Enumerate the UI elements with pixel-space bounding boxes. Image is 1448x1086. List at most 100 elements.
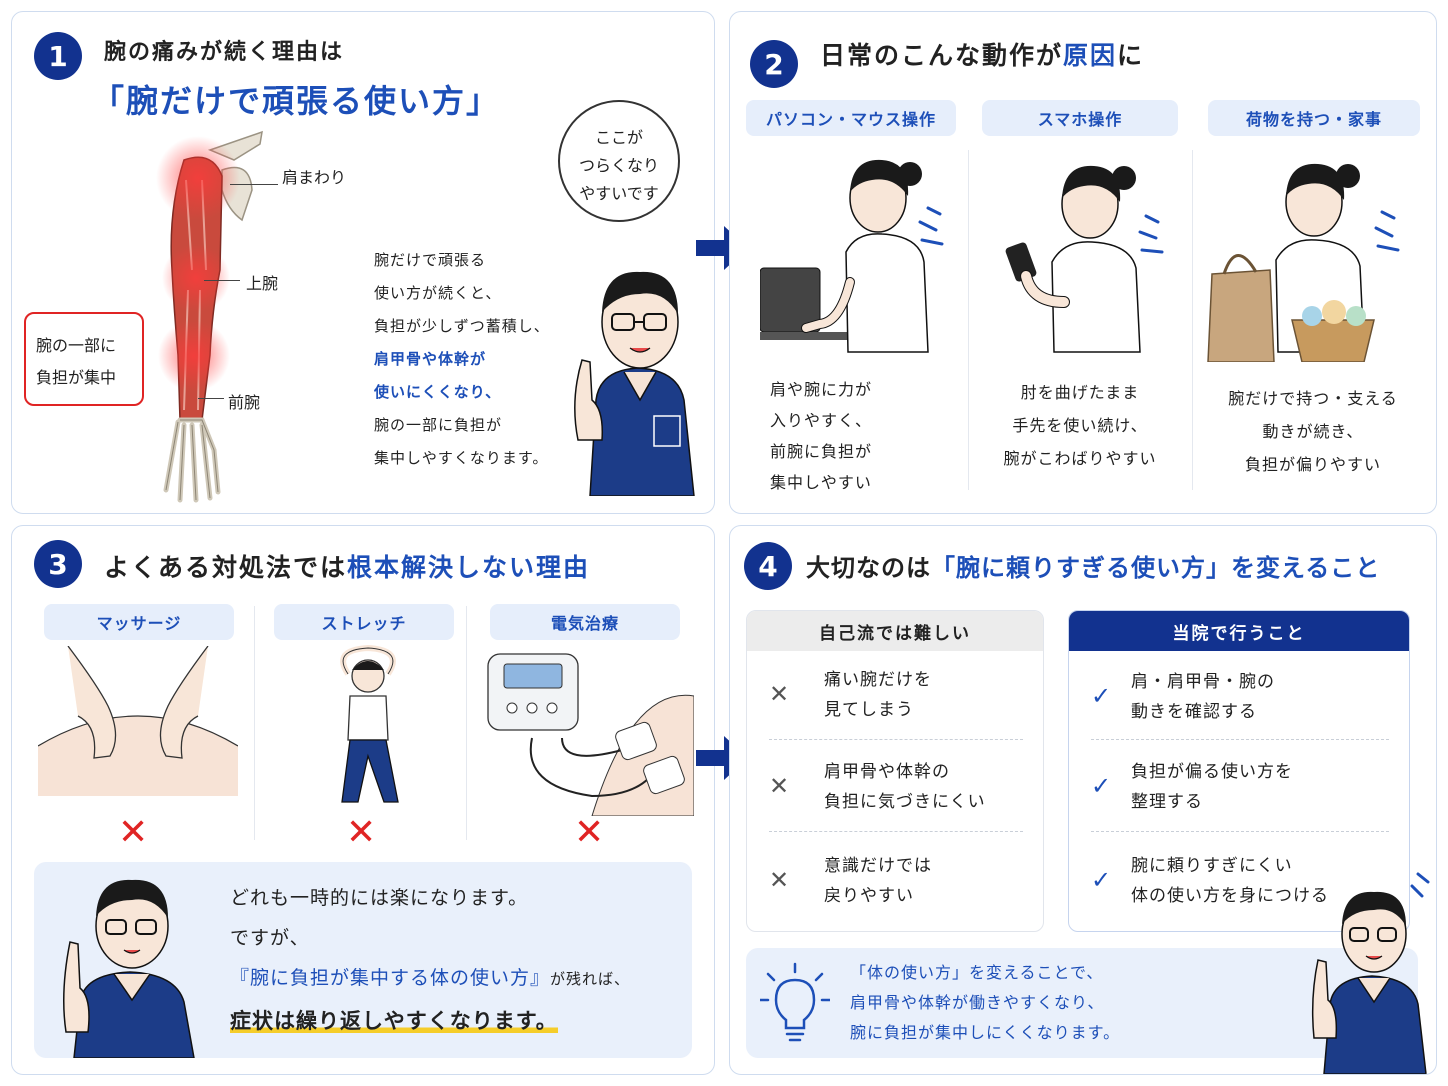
note-line-2: ですが、 [230,927,310,949]
leader-line [230,184,278,185]
leader-line [204,280,240,281]
panel3-title: よくある対処法では根本解決しない理由 [104,548,590,584]
self-item-2-text: 肩甲骨や体幹の負担に気づきにくい [824,757,986,817]
self-item-1-line-2: 見てしまう [824,700,914,720]
caption-pc: 肩や腕に力が 入りやすく、 前腕に負担が 集中しやすい [770,374,872,498]
panel2-title: 日常のこんな動作が原因に [820,36,1144,72]
note-quote-tail: が残れば、 [550,970,631,988]
self-item-1-text: 痛い腕だけを見てしまう [824,665,932,725]
speech-line-2: つらくなり [578,156,659,175]
x-mark-stretch: ✕ [346,812,377,853]
label-upper-arm: 上腕 [246,274,279,293]
panel2-title-b: 原因 [1063,41,1118,70]
clinic-item-2-text: 負担が偏る使い方を整理する [1131,757,1293,817]
panel1-big-title: 「腕だけで頑張る使い方」 [92,82,501,120]
panel1-title: 腕の痛みが続く理由は [104,40,345,65]
clinic-item-3-line-1: 腕に頼りすぎにくい [1131,856,1293,876]
callout-box: 腕の一部に 負担が集中 [24,312,144,406]
step-number-4: 4 [744,542,792,590]
explain-line-7: 集中しやすくなります。 [374,449,549,467]
explain-line-5: 使いにくくなり、 [374,383,502,401]
divider [769,831,1023,832]
callout-line-2: 負担が集中 [36,368,117,387]
self-item-2-line-2: 負担に気づきにくい [824,792,986,812]
check-icon: ✓ [1091,772,1113,800]
woman-laptop-illustration [760,159,944,353]
x-mark-electric: ✕ [574,812,605,853]
tip-text: 「体の使い方」を変えることで、 肩甲骨や体幹が働きやすくなり、 腕に負担が集中し… [850,958,1120,1048]
clinic-item-3-text: 腕に頼りすぎにくい体の使い方を身につける [1131,851,1329,911]
caption-carry-line-1: 腕だけで持つ・支える [1228,389,1398,408]
note-line-3: 『腕に負担が集中する体の使い方』が残れば、 [230,958,630,999]
woman-carrying-illustration [1207,163,1400,362]
divider [1091,739,1389,740]
caption-carry-line-2: 動きが続き、 [1262,422,1364,441]
self-item-3-line-1: 意識だけでは [824,856,932,876]
lightbulb-icon [760,962,830,1042]
doctor-illustration [1311,872,1430,1074]
tip-box: 「体の使い方」を変えることで、 肩甲骨や体幹が働きやすくなり、 腕に負担が集中し… [746,948,1418,1058]
panel-reason: 1 腕の痛みが続く理由は 「腕だけで頑張る使い方」 肩まわり 上腕 前腕 腕の一… [11,11,715,514]
panel-causes: 2 日常のこんな動作が原因に パソコン・マウス操作 スマホ操作 荷物を持つ・家事 [729,11,1437,514]
panel4-title: 大切なのは「腕に頼りすぎる使い方」を変えること [806,548,1380,583]
tag-electric: 電気治療 [490,604,680,640]
massage-illustration [38,646,238,796]
column-divider [1192,150,1193,490]
caption-smartphone: 肘を曲げたまま 手先を使い続け、 腕がこわばりやすい [982,376,1178,475]
panel2-title-a: 日常のこんな動作が [820,41,1064,70]
speech-line-3: やすいです [579,184,659,203]
clinic-item-1-line-2: 動きを確認する [1131,702,1257,722]
self-care-head: 自己流では難しい [747,611,1043,651]
clinic-card: 当院で行うこと ✓ 肩・肩甲骨・腕の動きを確認する ✓ 負担が偏る使い方を整理す… [1068,610,1410,932]
note-line-1: どれも一時的には楽になります。 [230,887,529,909]
tip-line-1: 「体の使い方」を変えることで、 [850,963,1104,982]
caption-phone-line-3: 腕がこわばりやすい [1003,449,1157,468]
divider [769,739,1023,740]
caption-pc-line-1: 肩や腕に力が [770,380,873,399]
explain-line-6: 腕の一部に負担が [374,416,503,434]
arm-anatomy-illustration [156,130,263,503]
column-divider [466,606,467,840]
tag-carrying: 荷物を持つ・家事 [1208,100,1420,136]
caption-phone-line-1: 肘を曲げたまま [1020,383,1140,402]
divider [1091,831,1389,832]
explain-line-3: 負担が少しずつ蓄積し、 [374,317,550,335]
stretch-illustration [340,644,399,803]
tag-stretch: ストレッチ [274,604,454,640]
caption-phone-line-2: 手先を使い続け、 [1012,416,1148,435]
tag-pc-mouse: パソコン・マウス操作 [746,100,956,136]
column-divider [968,150,969,490]
explain-line-2: 使い方が続くと、 [374,284,502,302]
note-emphasis: 症状は繰り返しやすくなります。 [230,1009,558,1033]
speech-line-1: ここが [594,128,643,147]
clinic-head: 当院で行うこと [1069,611,1409,651]
check-icon: ✓ [1091,682,1113,710]
panel3-note: どれも一時的には楽になります。 ですが、 『腕に負担が集中する体の使い方』が残れ… [34,862,692,1058]
leader-line [198,398,224,399]
self-item-1: ✕ 痛い腕だけを見てしまう [769,665,1023,729]
panel3-note-text: どれも一時的には楽になります。 ですが、 『腕に負担が集中する体の使い方』が残れ… [230,878,630,1042]
caption-carry-line-3: 負担が偏りやすい [1244,455,1381,474]
self-care-card: 自己流では難しい ✕ 痛い腕だけを見てしまう ✕ 肩甲骨や体幹の負担に気づきにく… [746,610,1044,932]
woman-smartphone-illustration [1005,165,1164,353]
doctor-illustration [574,271,695,496]
clinic-item-2-line-1: 負担が偏る使い方を [1131,762,1293,782]
check-icon: ✓ [1091,866,1113,894]
doctor-illustration [63,879,195,1058]
panel3-title-a: よくある対処法では [104,553,348,582]
self-item-1-line-1: 痛い腕だけを [824,670,932,690]
label-shoulder: 肩まわり [282,168,347,187]
label-forearm: 前腕 [228,393,261,412]
caption-pc-line-4: 集中しやすい [770,473,872,492]
clinic-item-1: ✓ 肩・肩甲骨・腕の動きを確認する [1091,667,1389,731]
clinic-item-3-line-2: 体の使い方を身につける [1131,886,1329,906]
cross-icon: ✕ [769,680,791,708]
x-mark-massage: ✕ [118,812,149,853]
panel3-title-b: 根本解決しない理由 [347,553,591,582]
cross-icon: ✕ [769,866,791,894]
panel-solution: 4 大切なのは「腕に頼りすぎる使い方」を変えること 自己流では難しい ✕ 痛い腕… [729,525,1437,1075]
clinic-item-3: ✓ 腕に頼りすぎにくい体の使い方を身につける [1091,851,1389,915]
clinic-item-2-line-2: 整理する [1131,792,1203,812]
callout-line-1: 腕の一部に [36,336,117,355]
clinic-item-2: ✓ 負担が偏る使い方を整理する [1091,757,1389,821]
